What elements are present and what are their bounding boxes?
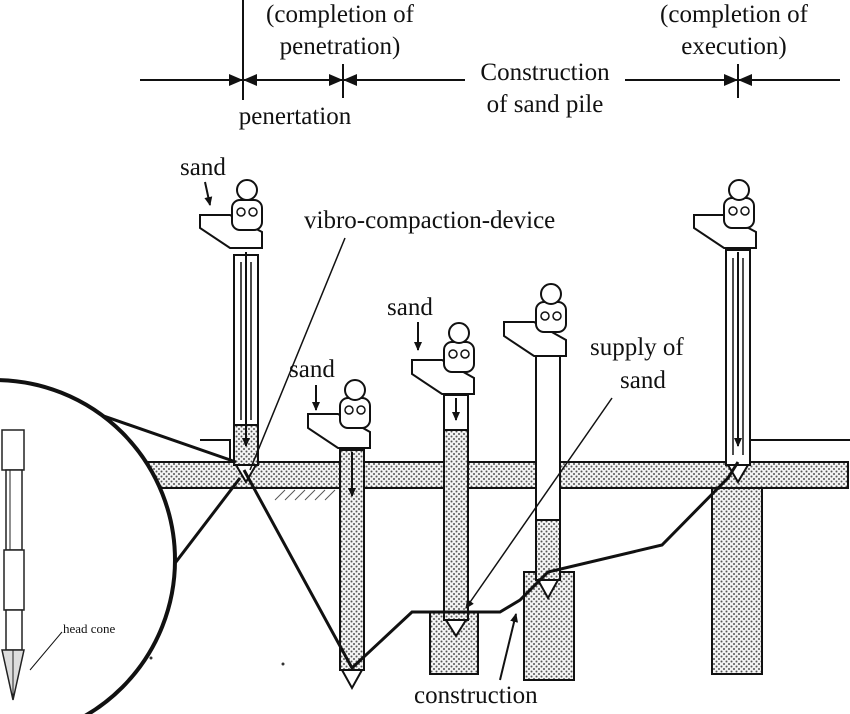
label-construction: construction bbox=[414, 682, 538, 709]
sand-piles bbox=[429, 487, 763, 681]
label-completion-penetration-1: (completion of bbox=[266, 1, 415, 28]
label-completion-execution-1: (completion of bbox=[660, 1, 809, 28]
label-completion-execution-2: execution) bbox=[681, 33, 787, 60]
label-sand-3: sand bbox=[387, 294, 433, 321]
vibro-device-pointer bbox=[249, 237, 346, 471]
label-supply-of-sand-2: sand bbox=[620, 367, 666, 394]
timeline: (completion of penetration) (completion … bbox=[140, 0, 840, 130]
label-vibro-device: vibro-compaction-device bbox=[304, 207, 555, 234]
construction-pointer bbox=[499, 613, 519, 681]
machine-4 bbox=[503, 283, 567, 601]
label-sand-1: sand bbox=[180, 154, 226, 181]
machine-1 bbox=[199, 179, 263, 484]
label-supply-of-sand-1: supply of bbox=[590, 334, 684, 361]
sand-pile-5 bbox=[711, 487, 763, 675]
ground-layer bbox=[147, 439, 850, 501]
supply-of-sand-pointer bbox=[465, 397, 613, 609]
machine-2 bbox=[307, 379, 371, 691]
head-cone-pointer bbox=[29, 631, 63, 671]
label-construction-2: of sand pile bbox=[487, 91, 604, 118]
machine-3 bbox=[411, 322, 475, 638]
label-penetration: penertation bbox=[239, 103, 352, 130]
detail-circle bbox=[0, 378, 177, 714]
device-path-line bbox=[242, 461, 740, 671]
label-completion-penetration-2: penetration) bbox=[280, 33, 401, 60]
magnified-detail: head cone bbox=[0, 378, 242, 714]
label-construction-1: Construction bbox=[480, 59, 610, 86]
label-head-cone: head cone bbox=[63, 621, 116, 636]
machine-5 bbox=[693, 179, 757, 484]
label-sand-2: sand bbox=[289, 356, 335, 383]
